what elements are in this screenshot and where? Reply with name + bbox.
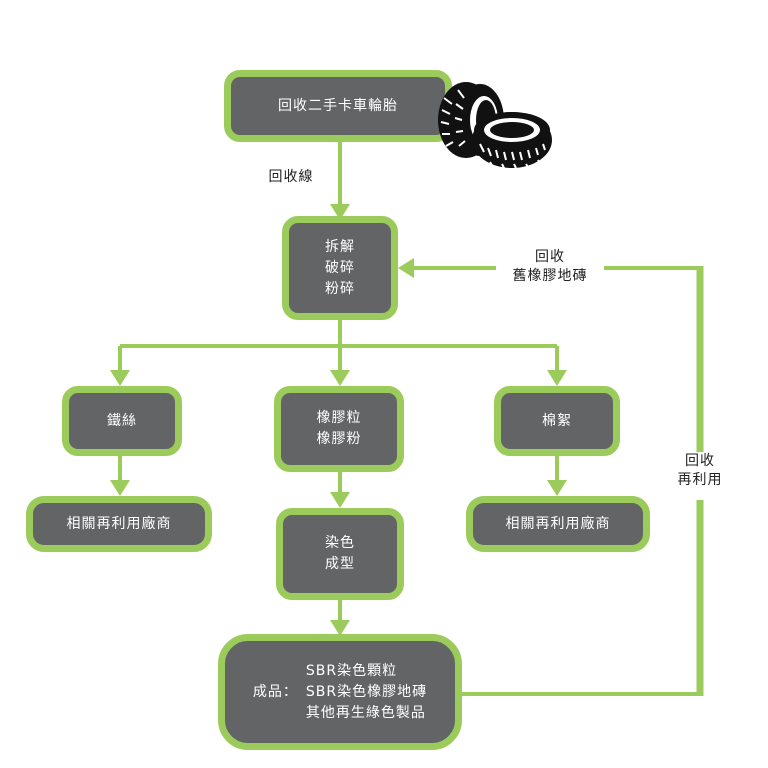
- node-process: 拆解 破碎 粉碎: [282, 216, 398, 320]
- node-process-line-1: 拆解: [325, 238, 355, 255]
- node-start-label: 回收二手卡車輪胎: [278, 97, 398, 114]
- node-dye: 染色 成型: [276, 508, 404, 600]
- node-fiber-vendor: 相關再利用廠商: [466, 496, 650, 552]
- node-fiber: 棉絮: [494, 386, 620, 456]
- node-final-item-2: SBR染色橡膠地磚: [305, 683, 428, 700]
- node-steel-vendor: 相關再利用廠商: [26, 496, 212, 552]
- label-recycle-reuse-line-1: 回收: [685, 453, 715, 469]
- node-rubber: 橡膠粒 橡膠粉: [274, 386, 404, 472]
- node-steel-vendor-label: 相關再利用廠商: [66, 515, 172, 532]
- arrowhead-to-final: [330, 620, 350, 636]
- arrowhead-to-fiber-vendor: [547, 480, 567, 496]
- node-final: 成品： SBR染色顆粒 SBR染色橡膠地磚 其他再生綠色製品: [218, 634, 462, 750]
- label-recycle-old-tiles-line-1: 回收: [535, 249, 565, 265]
- node-steel-label: 鐵絲: [107, 412, 137, 429]
- node-process-line-2: 破碎: [325, 259, 355, 276]
- node-final-prefix: 成品：: [252, 683, 298, 700]
- node-rubber-line-2: 橡膠粉: [316, 431, 362, 447]
- node-dye-line-1: 染色: [325, 535, 355, 551]
- node-fiber-label: 棉絮: [542, 412, 572, 429]
- node-final-item-3: 其他再生綠色製品: [305, 704, 426, 721]
- arrowhead-loop-to-process: [398, 258, 414, 278]
- arrowhead-to-process: [330, 204, 350, 220]
- node-start: 回收二手卡車輪胎: [224, 70, 452, 142]
- arrowhead-to-steel: [110, 370, 130, 386]
- arrowhead-to-fiber: [547, 370, 567, 386]
- label-recycle-reuse-line-2: 再利用: [677, 472, 723, 488]
- label-recycle-reuse: 回收 再利用: [664, 452, 736, 490]
- arrowhead-to-rubber: [330, 370, 350, 386]
- label-recycle-old-tiles: 回收 舊橡膠地磚: [494, 248, 606, 286]
- label-recycle-line: 回收線: [268, 169, 314, 185]
- node-dye-line-2: 成型: [325, 556, 355, 572]
- node-rubber-line-1: 橡膠粒: [316, 410, 362, 426]
- node-fiber-vendor-label: 相關再利用廠商: [505, 515, 611, 532]
- node-steel: 鐵絲: [62, 386, 182, 456]
- arrowhead-to-dye: [330, 492, 350, 508]
- node-process-line-3: 粉碎: [325, 280, 355, 297]
- label-recycle-old-tiles-line-2: 舊橡膠地磚: [512, 268, 588, 284]
- arrowhead-to-steel-vendor: [110, 480, 130, 496]
- node-final-item-1: SBR染色顆粒: [305, 662, 398, 679]
- tires-icon: [438, 82, 552, 169]
